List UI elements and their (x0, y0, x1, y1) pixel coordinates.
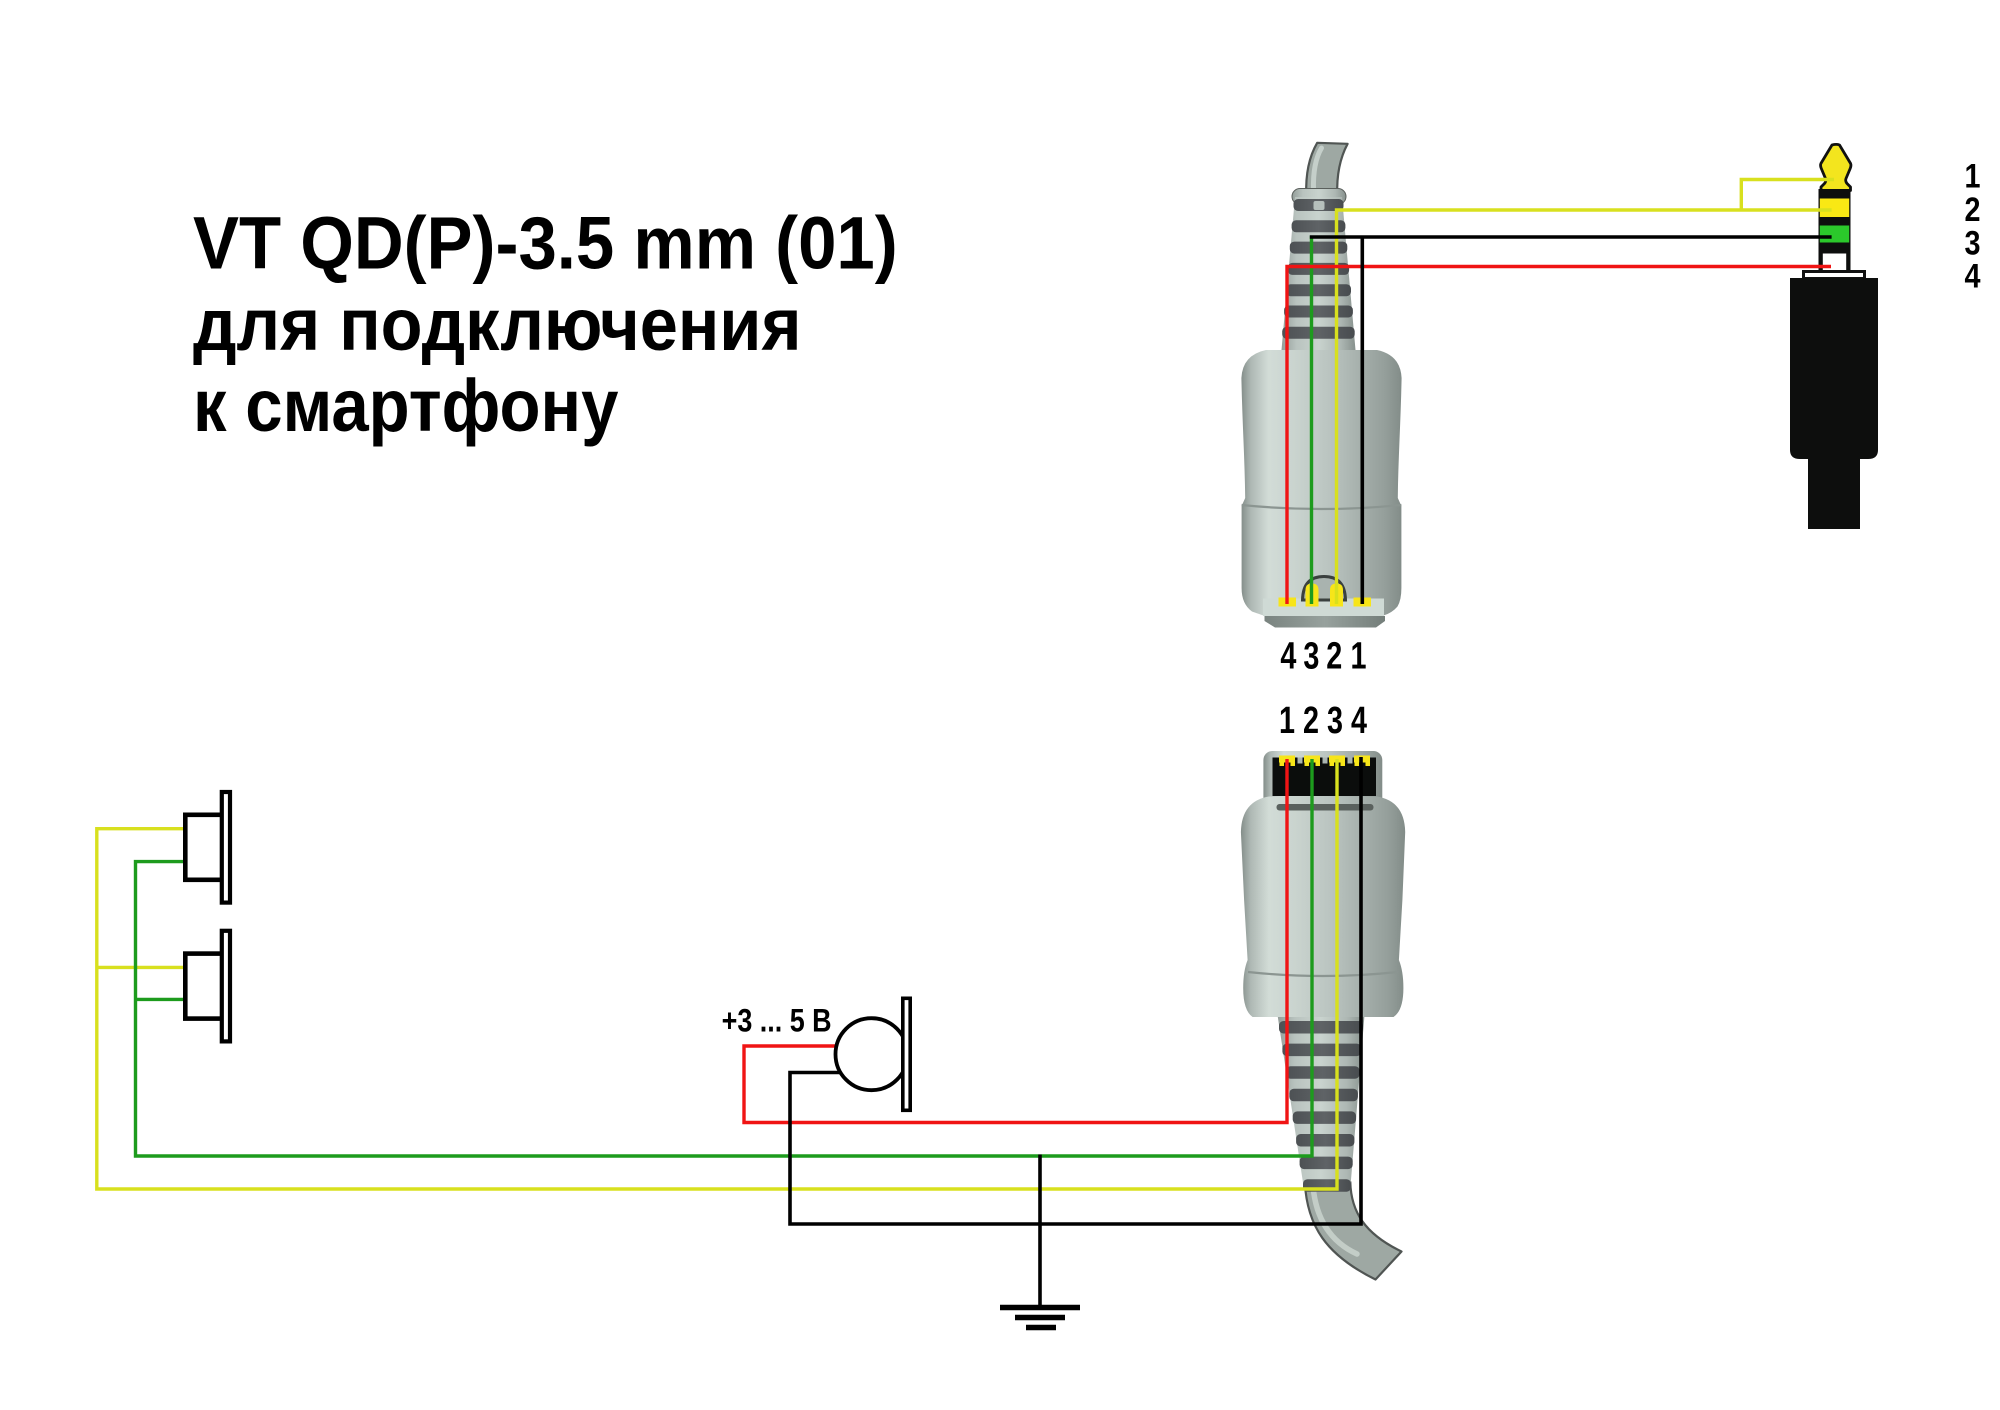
speaker-bottom (183, 928, 233, 1044)
strain-relief-rib (1299, 1156, 1353, 1170)
pin-number-label: 1 (1965, 158, 1981, 196)
strain-relief-bottom (1277, 1015, 1365, 1192)
qd-bottom-pin-labels: 1 2 3 4 (1279, 700, 1367, 742)
yellow-wire-branch-to-jack-tip (1739, 177, 1834, 210)
pin-number-label: 4 (1351, 700, 1367, 742)
strain-relief-rib (1287, 262, 1350, 275)
strain-relief-rib (1289, 241, 1348, 254)
connector-body-crease (1247, 970, 1399, 978)
black-wires (788, 235, 1832, 1307)
pin-number-label: 3 (1327, 700, 1343, 742)
green-wires (133, 235, 1314, 1158)
contact-pad (1279, 762, 1284, 766)
pin-number-label: 2 (1326, 636, 1342, 678)
strain-relief-rib (1286, 284, 1351, 297)
contact-divider (1297, 757, 1303, 764)
strain-relief-rib (1285, 1066, 1360, 1079)
title-line-1: VT QD(P)-3.5 mm (01) (193, 201, 898, 284)
qd-connector-bottom (1240, 751, 1406, 1281)
strain-relief-rib (1296, 1134, 1355, 1147)
red-wire-mic-to-qd-bottom (742, 759, 1289, 1125)
connector-body-crease (1241, 503, 1402, 511)
speaker-diaphragm (219, 928, 233, 1044)
jack-tip (1819, 143, 1853, 192)
strain-relief-notch (1313, 201, 1325, 210)
jack-sleeve (1822, 253, 1847, 272)
green-wire-speakers-to-qd-bottom (133, 759, 1314, 1158)
jack-pin-labels: 1 2 3 4 (1965, 158, 1981, 296)
pin-number-label: 1 (1279, 700, 1295, 742)
yellow-wire-speakers-to-qd-bottom (95, 759, 1339, 1191)
mic-voltage-label: +3 ... 5 В (722, 1003, 832, 1039)
cable-stub-top (1305, 141, 1349, 197)
jack-flange (1802, 270, 1866, 280)
cable-outline (1303, 1180, 1403, 1281)
jack-ring3 (1819, 225, 1850, 243)
body-seam-slot (1276, 804, 1374, 811)
red-wires (742, 264, 1831, 1125)
cable-highlight (1310, 1183, 1360, 1257)
pin-number-label: 4 (1280, 636, 1296, 678)
microphone (833, 996, 912, 1113)
strain-relief-rib (1282, 1043, 1362, 1057)
yellow-wires (95, 177, 1834, 1191)
contact-divider (1322, 757, 1328, 764)
ground-symbol (1000, 1304, 1080, 1331)
cable-highlight (1310, 145, 1324, 193)
pin-number-label: 3 (1965, 224, 1981, 262)
strain-relief-rib (1279, 1021, 1363, 1034)
strain-relief-rib (1282, 326, 1355, 339)
speaker-diaphragm (219, 789, 233, 905)
red-wire-qd-top-to-jack-sleeve (1285, 264, 1831, 604)
connector-body-bottom (1240, 796, 1406, 1017)
qd-top-pin-labels: 4 3 2 1 (1280, 636, 1366, 678)
qd-connector-top (1241, 141, 1402, 628)
speaker-body (183, 951, 225, 1021)
contact-dividers (1297, 757, 1353, 764)
contact-divider (1347, 757, 1353, 764)
contact-plate-dark (1264, 616, 1385, 628)
contact-pad (1354, 762, 1359, 766)
strain-relief-top (1281, 197, 1356, 350)
title: VT QD(P)-3.5 mm (01) для подключения к с… (193, 201, 898, 447)
speaker-top (183, 789, 233, 905)
title-line-2: для подключения (193, 283, 802, 366)
yellow-wire-qd-top-to-jack-ring2 (1334, 208, 1832, 604)
pin-number-label: 2 (1303, 700, 1319, 742)
contact-pad (1329, 762, 1334, 766)
strain-relief-rib (1292, 1111, 1357, 1124)
title-line-3: к смартфону (193, 364, 618, 447)
pin-number-label: 1 (1351, 636, 1367, 678)
black-wire-mic-to-qd-bottom (788, 757, 1363, 1226)
contact-pad (1304, 762, 1309, 766)
strain-relief-rib (1284, 305, 1353, 318)
strain-relief-rib (1289, 1088, 1358, 1102)
microphone-capsule (833, 1016, 910, 1093)
pin-number-label: 4 (1965, 258, 1981, 296)
jack-ring2 (1819, 198, 1850, 217)
microphone-diaphragm (900, 996, 912, 1113)
pin-number-label: 2 (1965, 191, 1981, 229)
jack-plug-3_5mm (1790, 143, 1878, 529)
jack-body (1790, 278, 1878, 529)
cable-stub-bottom (1303, 1180, 1403, 1281)
strain-relief-rib (1291, 220, 1346, 233)
pin-number-label: 3 (1303, 636, 1319, 678)
speaker-body (183, 812, 225, 883)
wires (95, 177, 1834, 1307)
